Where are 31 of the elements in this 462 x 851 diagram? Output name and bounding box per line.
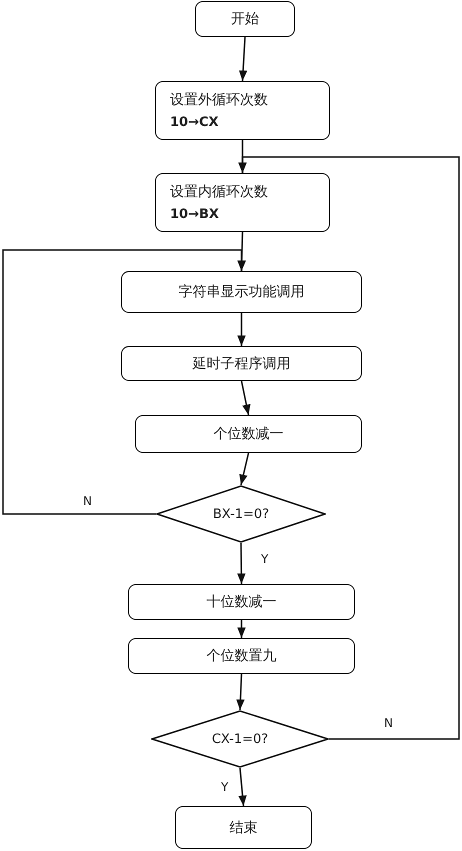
arrow [238,36,248,82]
arrow [238,156,460,740]
process-box: 个位数减一 [135,415,362,453]
decision-diamond [151,710,329,768]
edge-label: Y [220,780,230,794]
process-box [155,81,330,140]
edge-label: N [383,716,394,730]
step-label: 设置外循环次数 [170,91,268,109]
arrow [237,313,246,346]
condition-text: CX-1=0? [212,732,268,746]
decision-diamond [156,485,326,543]
arrow [239,452,250,486]
process-box: 延时子程序调用 [121,346,362,381]
arrow [237,542,246,584]
arrow [238,768,247,806]
process-box: 个位数置九 [128,638,355,674]
end-box: 结束 [175,806,312,849]
edge-label: N [82,494,93,508]
condition-text: BX-1=0? [212,506,270,522]
arrow [2,249,246,515]
process-box [155,173,330,232]
arrow [240,380,250,416]
arrow [236,674,245,710]
assignment-label: 10→CX [170,115,219,130]
start-box: 开始 [195,1,295,37]
assignment-label: 10→BX [170,207,219,222]
step-label: 设置内循环次数 [170,183,268,201]
edge-label: Y [260,552,270,566]
arrow [237,620,246,638]
process-box: 字符串显示功能调用 [121,271,362,313]
process-box: 十位数减一 [128,584,355,620]
